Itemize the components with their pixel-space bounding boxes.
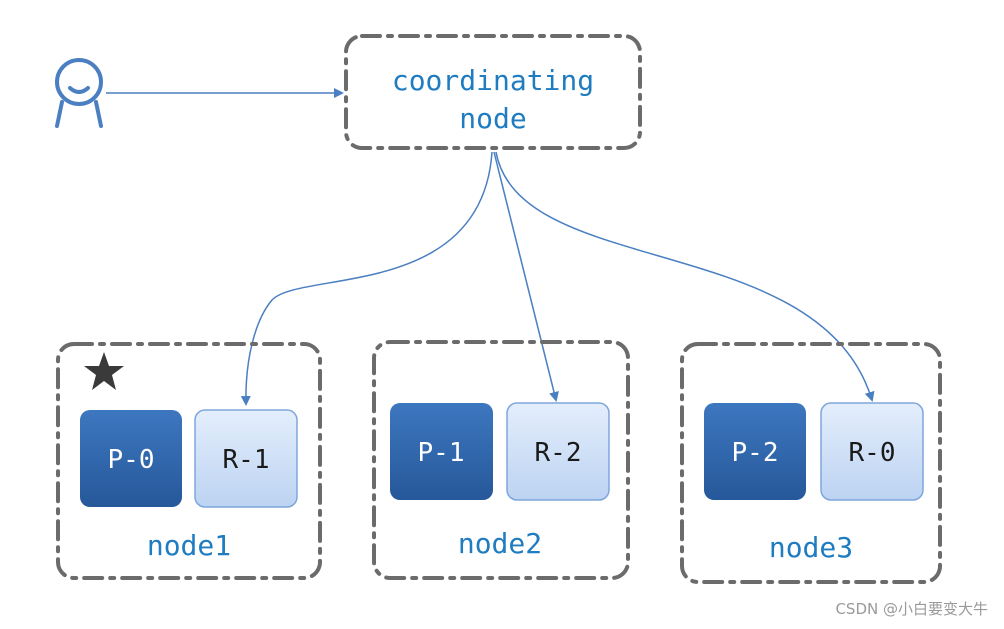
replica-shard-label: R-2 <box>535 438 582 468</box>
coordinating-node-box <box>344 34 642 150</box>
data-node-1: P-0 R-1 node1 <box>56 342 322 580</box>
route-arrow-node3 <box>495 151 875 402</box>
node3-label: node3 <box>769 531 853 564</box>
watermark: CSDN @小白要变大牛 <box>835 600 988 618</box>
replica-shard <box>506 402 610 501</box>
node1-box <box>56 342 322 580</box>
primary-shard <box>390 403 493 500</box>
primary-shard-label: P-0 <box>108 445 155 475</box>
node1-label: node1 <box>147 529 231 562</box>
user-icon <box>55 58 103 128</box>
node2-box <box>372 340 630 580</box>
replica-shard <box>194 409 298 508</box>
node2-label: node2 <box>458 527 542 560</box>
coordinating-node-label-line2: node <box>459 102 526 135</box>
coordinating-node-label-line1: coordinating <box>392 64 594 97</box>
replica-shard-label: R-1 <box>223 445 270 475</box>
coordinating-node: coordinating node <box>344 34 642 150</box>
primary-shard <box>704 403 806 500</box>
primary-shard <box>80 410 182 507</box>
replica-shard-label: R-0 <box>849 438 896 468</box>
replica-shard <box>820 402 924 501</box>
route-arrow-node2 <box>493 151 559 402</box>
star-icon <box>84 352 124 390</box>
primary-shard-label: P-1 <box>418 438 465 468</box>
route-arrow-node1 <box>240 151 493 406</box>
primary-shard-label: P-2 <box>732 438 779 468</box>
node3-box <box>680 342 942 584</box>
data-node-2: P-1 R-2 node2 <box>372 340 630 580</box>
data-node-3: P-2 R-0 node3 <box>680 342 942 584</box>
